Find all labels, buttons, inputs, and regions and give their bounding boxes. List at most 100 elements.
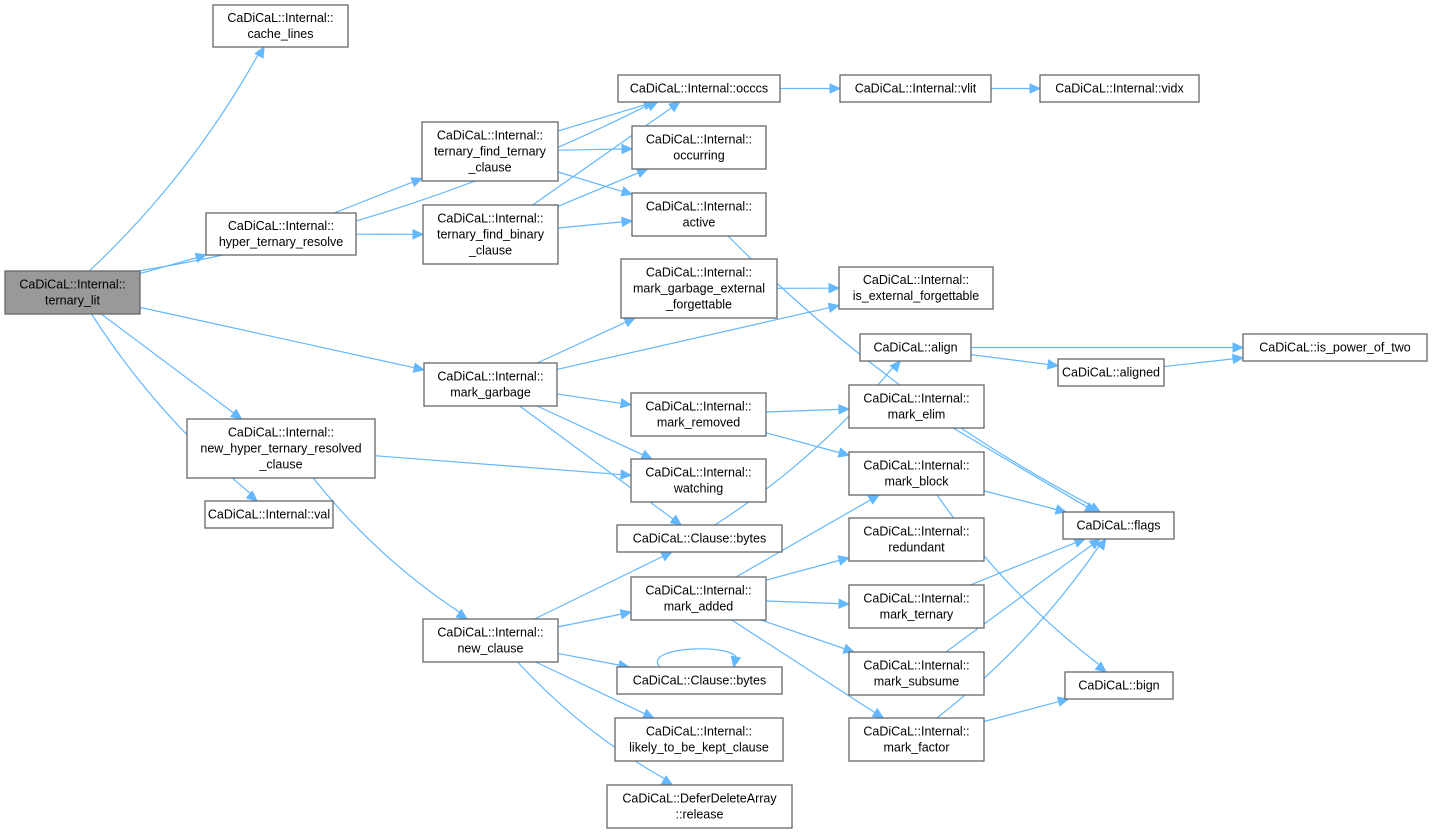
node-cache-lines[interactable]: CaDiCaL::Internal::cache_lines <box>212 4 349 48</box>
edge-line <box>936 545 1100 719</box>
node-box <box>848 584 985 629</box>
arrowhead-icon <box>1231 353 1245 365</box>
node-mark-factor[interactable]: CaDiCaL::Internal::mark_factor <box>848 717 985 762</box>
node-box <box>423 362 558 407</box>
node-label: new_hyper_ternary_resolved <box>200 442 361 456</box>
node-mark-block[interactable]: CaDiCaL::Internal::mark_block <box>848 451 985 496</box>
arrowhead-icon <box>640 449 654 460</box>
node-label: mark_ternary <box>880 608 954 622</box>
node-new-hyper-ternary-resolved-clause[interactable]: CaDiCaL::Internal::new_hyper_ternary_res… <box>186 418 376 479</box>
node-box <box>631 192 767 237</box>
node-label: CaDiCaL::Internal:: <box>228 426 334 440</box>
edge-hyper_ternary_resolve-to-ternary_find_ternary_clause <box>333 177 424 214</box>
node-label: CaDiCaL::Internal:: <box>437 626 543 640</box>
arrowhead-icon <box>635 168 649 178</box>
edge-mark_removed-to-mark_elim <box>765 404 851 415</box>
node-flags[interactable]: CaDiCaL::flags <box>1062 511 1175 540</box>
node-watching[interactable]: CaDiCaL::Internal::watching <box>630 458 767 503</box>
node-mark-garbage[interactable]: CaDiCaL::Internal::mark_garbage <box>423 362 558 407</box>
edge-line <box>765 559 840 581</box>
edge-occs-to-vlit <box>780 83 842 94</box>
arrowhead-icon <box>230 408 243 420</box>
node-val[interactable]: CaDiCaL::Internal::val <box>204 500 334 529</box>
node-label: CaDiCaL::Internal:: <box>863 392 969 406</box>
edge-line <box>532 107 672 206</box>
edge-hyper_ternary_resolve-to-ternary_find_binary_clause <box>355 229 425 240</box>
node-label: CaDiCaL::Internal::vidx <box>1055 82 1184 96</box>
edge-line <box>970 354 1049 366</box>
node-bign[interactable]: CaDiCaL::bign <box>1064 671 1174 700</box>
node-occs[interactable]: CaDiCaL::Internal::occcs <box>617 74 781 103</box>
edge-line <box>557 652 620 666</box>
node-is-power-of-two[interactable]: CaDiCaL::is_power_of_two <box>1242 333 1428 362</box>
arrowhead-icon <box>410 177 424 188</box>
node-redundant[interactable]: CaDiCaL::Internal::redundant <box>848 517 985 562</box>
node-box <box>614 717 784 762</box>
arrowhead-icon <box>669 514 683 526</box>
edge-mark_garbage-to-mark_garbage_external_forgettable <box>536 317 637 364</box>
node-hyper-ternary-resolve[interactable]: CaDiCaL::Internal::hyper_ternary_resolve <box>205 212 357 256</box>
node-mark-elim[interactable]: CaDiCaL::Internal::mark_elim <box>848 384 985 429</box>
edge-line <box>536 321 627 364</box>
edge-line <box>557 171 623 192</box>
node-is-external-forgettable[interactable]: CaDiCaL::Internal::is_external_forgettab… <box>838 266 994 310</box>
node-box <box>848 517 985 562</box>
edge-mark_removed-to-mark_block <box>765 432 851 458</box>
edge-line <box>557 221 623 229</box>
node-box <box>1039 74 1200 103</box>
node-vidx[interactable]: CaDiCaL::Internal::vidx <box>1039 74 1200 103</box>
node-clause-bytes-1[interactable]: CaDiCaL::Clause::bytes <box>616 524 783 553</box>
edge-line <box>945 544 1093 653</box>
node-ternary-lit[interactable]: CaDiCaL::Internal::ternary_lit <box>4 270 141 315</box>
node-ternary-find-ternary-clause[interactable]: CaDiCaL::Internal::ternary_find_ternary_… <box>421 121 559 182</box>
node-mark-ternary[interactable]: CaDiCaL::Internal::mark_ternary <box>848 584 985 629</box>
edge-ternary_lit-to-hyper_ternary_resolve <box>139 252 208 275</box>
node-label: _forgettable <box>665 298 732 312</box>
arrowhead-icon <box>623 317 637 328</box>
edge-line <box>535 661 645 715</box>
node-label: CaDiCaL::align <box>873 341 957 355</box>
node-mark-added[interactable]: CaDiCaL::Internal::mark_added <box>630 576 767 621</box>
node-ternary-find-binary-clause[interactable]: CaDiCaL::Internal::ternary_find_binary_c… <box>422 204 559 265</box>
node-label: mark_removed <box>657 416 740 430</box>
node-box <box>616 524 783 553</box>
edge-mark_block-to-flags <box>983 490 1068 515</box>
arrowhead-icon <box>621 216 634 228</box>
node-box <box>630 392 767 437</box>
node-box <box>839 74 992 103</box>
node-likely-to-be-kept-clause[interactable]: CaDiCaL::Internal::likely_to_be_kept_cla… <box>614 717 784 762</box>
edge-mark_added-to-mark_ternary <box>765 598 851 609</box>
node-occurring[interactable]: CaDiCaL::Internal::occurring <box>631 125 767 170</box>
node-label: CaDiCaL::Internal:: <box>646 266 752 280</box>
arrowhead-icon <box>828 282 841 294</box>
edge-line <box>556 393 622 404</box>
edge-line <box>983 490 1057 511</box>
node-mark-garbage-external-forgettable[interactable]: CaDiCaL::Internal::mark_garbage_external… <box>620 258 778 319</box>
node-release[interactable]: CaDiCaL::DeferDeleteArray::release <box>606 784 793 829</box>
node-align[interactable]: CaDiCaL::align <box>859 333 972 362</box>
arrowhead-icon <box>668 101 681 113</box>
node-aligned[interactable]: CaDiCaL::aligned <box>1057 358 1165 387</box>
edge-ternary_find_binary_clause-to-occs <box>532 101 681 206</box>
node-box <box>630 576 767 621</box>
edge-ternary_find_ternary_clause-to-occurring <box>557 143 634 155</box>
node-mark-subsume[interactable]: CaDiCaL::Internal::mark_subsume <box>848 651 985 696</box>
edge-line <box>1163 358 1234 368</box>
node-vlit[interactable]: CaDiCaL::Internal::vlit <box>839 74 992 103</box>
edge-mark_garbage-to-is_external_forgettable <box>556 302 841 371</box>
node-box <box>422 618 559 663</box>
edge-new_clause-to-mark_added <box>557 609 633 628</box>
node-label: CaDiCaL::Internal:: <box>227 11 333 25</box>
node-mark-removed[interactable]: CaDiCaL::Internal::mark_removed <box>630 392 767 437</box>
node-active[interactable]: CaDiCaL::Internal::active <box>631 192 767 237</box>
node-label: CaDiCaL::Internal:: <box>863 592 969 606</box>
node-box <box>606 784 793 829</box>
edge-new_hyper_ternary_resolved_clause-to-watching <box>374 455 633 480</box>
node-new-clause[interactable]: CaDiCaL::Internal::new_clause <box>422 618 559 663</box>
node-label: CaDiCaL::aligned <box>1062 366 1160 380</box>
node-clause-bytes-2[interactable]: CaDiCaL::Clause::bytes <box>616 666 783 695</box>
edge-ternary_find_ternary_clause-to-occs <box>557 99 656 132</box>
arrowhead-icon <box>837 555 851 566</box>
node-box <box>848 451 985 496</box>
node-label: CaDiCaL::Internal:: <box>228 219 334 233</box>
